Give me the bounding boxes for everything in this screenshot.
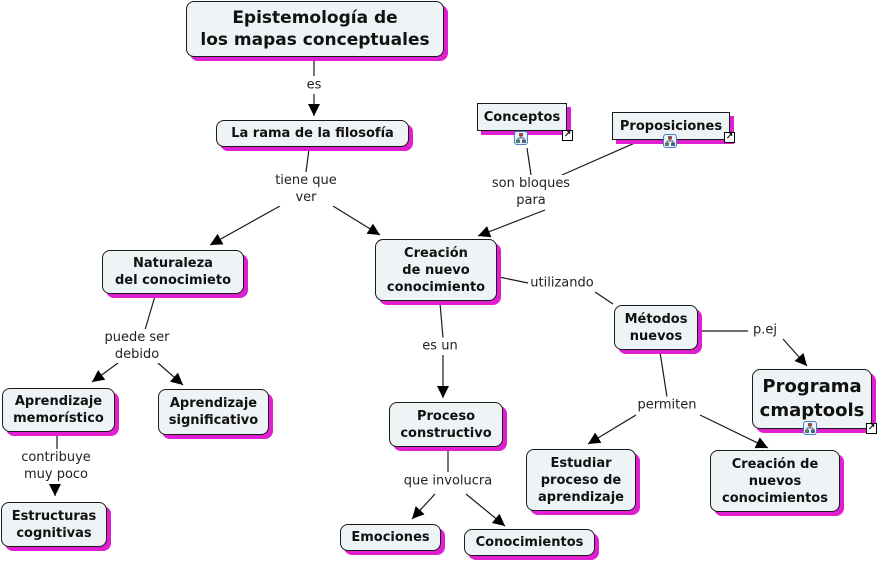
connector-line [498, 276, 529, 284]
connector-line [477, 209, 546, 237]
arrowhead-icon [92, 370, 106, 382]
sub-map-icon[interactable] [663, 134, 677, 148]
arrowhead-icon [478, 226, 492, 238]
arrowhead-icon [49, 484, 61, 496]
external-link-icon[interactable]: ↗ [562, 130, 573, 141]
link-phrase-contribuye-muy-poco[interactable]: contribuye muy poco [19, 449, 93, 483]
arrowhead-icon [210, 233, 224, 245]
link-phrase-es-un[interactable]: es un [420, 337, 460, 355]
connector-line [561, 141, 638, 176]
external-link-icon[interactable]: ↗ [724, 132, 735, 143]
connector-line [332, 205, 381, 236]
external-link-icon[interactable]: ↗ [866, 423, 877, 434]
connector-line [587, 414, 637, 445]
connector-line [144, 295, 156, 331]
link-phrase-p-ej[interactable]: p.ej [751, 321, 779, 339]
sub-map-icon[interactable] [803, 421, 817, 435]
link-phrase-utilizando[interactable]: utilizando [528, 274, 596, 292]
link-phrase-son-bloques-para[interactable]: son bloques para [489, 175, 573, 209]
connector-line [659, 351, 668, 398]
concept-estudiar-proceso[interactable]: Estudiar proceso de aprendizaje [526, 449, 636, 511]
connector-line [91, 362, 119, 383]
link-phrase-que-involucra[interactable]: que involucra [401, 472, 495, 490]
connector-line [526, 147, 532, 176]
link-phrase-puede-ser-debido[interactable]: puede ser debido [102, 329, 172, 363]
concept-aprendizaje-memoristico[interactable]: Aprendizaje memorístico [2, 388, 115, 432]
sub-map-icon[interactable] [514, 131, 528, 145]
concept-aprendizaje-significativo[interactable]: Aprendizaje significativo [158, 389, 269, 435]
concept-creacion-nuevos-conocimientos[interactable]: Creación de nuevos conocimientos [710, 450, 840, 512]
concept-emociones[interactable]: Emociones [340, 524, 441, 551]
connector-line [439, 302, 444, 339]
connector-line [411, 493, 436, 520]
connector-line [782, 338, 808, 367]
arrowhead-icon [754, 437, 768, 449]
concept-proceso-constructivo[interactable]: Proceso constructivo [389, 402, 503, 447]
arrowhead-icon [588, 432, 602, 444]
concept-naturaleza[interactable]: Naturaleza del conocimieto [102, 250, 244, 294]
connector-line [465, 493, 506, 527]
arrowhead-icon [412, 506, 425, 519]
concept-estructuras-cognitivas[interactable]: Estructuras cognitivas [1, 502, 107, 547]
concept-programa-cmaptools[interactable]: Programa cmaptools [752, 369, 872, 429]
arrowhead-icon [170, 372, 183, 385]
connector-line [594, 291, 614, 305]
concept-conceptos[interactable]: Conceptos [477, 103, 567, 131]
concept-metodos-nuevos[interactable]: Métodos nuevos [614, 305, 698, 350]
link-phrase-es[interactable]: es [304, 76, 324, 94]
connector-line [157, 362, 184, 386]
concept-rama-filosofia[interactable]: La rama de la filosofía [216, 120, 409, 147]
concept-creacion-nuevo-conocimiento[interactable]: Creación de nuevo conocimiento [375, 239, 497, 301]
arrowhead-icon [308, 104, 320, 116]
concept-conocimientos[interactable]: Conocimientos [464, 529, 595, 556]
arrowhead-icon [366, 223, 380, 235]
connector-line [305, 148, 310, 173]
arrowhead-icon [794, 353, 807, 366]
concept-root[interactable]: Epistemología de los mapas conceptuales [186, 1, 444, 57]
link-phrase-tiene-que-ver[interactable]: tiene que ver [273, 172, 339, 206]
link-phrase-permiten[interactable]: permiten [635, 396, 699, 414]
connector-line [209, 205, 281, 246]
arrowhead-icon [491, 513, 505, 526]
arrowhead-icon [437, 386, 449, 398]
